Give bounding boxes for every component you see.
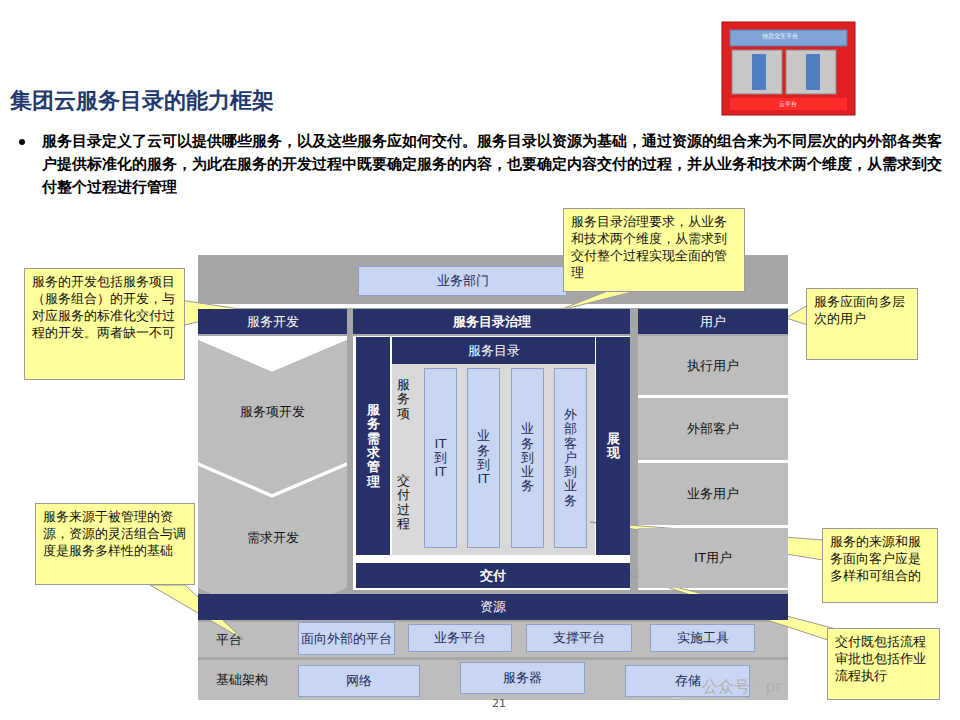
bullet-text: 服务目录定义了云可以提供哪些服务，以及这些服务应如何交付。服务目录以资源为基础，… <box>42 130 947 199</box>
layer-band: 平台 面向外部的平台 业务平台 支撑平台 实施工具 <box>198 622 788 657</box>
node-text: 需求开发 <box>247 529 299 547</box>
framework-box: 实施工具 <box>650 624 755 652</box>
framework-box: 业务用户 <box>638 463 788 525</box>
node-text: 业务部门 <box>437 273 489 289</box>
node-text: 执行用户 <box>687 357 739 375</box>
node-text: 业务到IT <box>477 429 490 486</box>
node-text: 用户 <box>700 313 726 331</box>
framework-box: 展现 <box>596 337 630 555</box>
callout-box: 服务目录治理要求，从业务和技术两个维度，从需求到交付整个过程实现全面的管理 <box>563 208 745 292</box>
node-text: 服务开发 <box>247 313 299 331</box>
node-text: 外部客户 <box>687 420 739 438</box>
bullet-dot <box>19 139 25 145</box>
node-text: 业务平台 <box>434 630 486 646</box>
frame-panel <box>198 255 788 700</box>
node-text: 实施工具 <box>677 630 729 646</box>
page-number: 21 <box>492 697 522 710</box>
layer-band: 基础架构 网络 服务器 存储 <box>198 660 788 700</box>
framework-box: 交付 <box>356 563 630 588</box>
node-text: 面向外部的平台 <box>301 631 392 647</box>
node-text: IT用户 <box>694 549 732 567</box>
framework-box: 网络 <box>298 665 420 697</box>
page-title: 集团云服务目录的能力框架 <box>10 86 274 116</box>
framework-box: 业务到业务 <box>511 368 544 548</box>
framework-box: 执行用户 <box>638 336 788 395</box>
node-text: IT到IT <box>434 437 447 480</box>
framework-box: 服务项开发 <box>198 372 347 452</box>
illustration-label: 信息交互平台 <box>740 32 820 41</box>
node-text: 外部客户到业务 <box>564 408 577 508</box>
node-text: 平台 <box>216 631 242 649</box>
node-text: 服务来源于被管理的资源，资源的灵活组合与调度是服务多样性的基础 <box>43 509 187 560</box>
node-text: 支撑平台 <box>553 630 605 646</box>
framework-box: 业务部门 <box>358 266 567 296</box>
framework-box: 服务目录治理 <box>353 309 630 334</box>
framework-box: 服务器 <box>460 662 585 694</box>
framework-box: 需求开发 <box>198 498 347 578</box>
callout-box: 交付既包括流程审批也包括作业流程执行 <box>827 628 940 700</box>
row-label: 交付过程 <box>397 474 410 531</box>
watermark: 公众号 · pr <box>702 677 822 698</box>
callout-tails <box>150 290 840 640</box>
callout-box: 服务应面向多层次的用户 <box>806 288 918 360</box>
framework-box: IT用户 <box>638 528 788 588</box>
node-text: 业务到业务 <box>521 422 534 493</box>
framework-box: 用户 <box>638 309 788 334</box>
framework-box: IT到IT <box>424 368 457 548</box>
node-text: 服务的开发包括服务项目（服务组合）的开发，与对应服务的标准化交付过程的开发。两者… <box>32 274 177 342</box>
node-text: 服务器 <box>503 670 542 686</box>
node-text: 基础架构 <box>216 671 268 689</box>
callout-box: 服务的来源和服务面向客户应是多样和可组合的 <box>822 528 938 603</box>
node-text: 服务应面向多层次的用户 <box>814 294 910 328</box>
node-text: 网络 <box>346 673 372 689</box>
framework-box: 外部客户到业务 <box>554 368 587 548</box>
framework-box: 外部客户 <box>638 398 788 460</box>
node-text: 交付 <box>480 567 506 585</box>
node-text: 展现 <box>607 432 620 461</box>
node-text: 存储 <box>675 673 701 689</box>
node-text: 服务目录 <box>468 342 520 360</box>
framework-box: 业务到IT <box>467 368 500 548</box>
callout-box: 服务来源于被管理的资源，资源的灵活组合与调度是服务多样性的基础 <box>35 503 195 585</box>
node-text: 服务的来源和服务面向客户应是多样和可组合的 <box>830 534 930 585</box>
framework-box: 支撑平台 <box>526 624 632 652</box>
node-text: 交付既包括流程审批也包括作业流程执行 <box>835 634 932 685</box>
node-text: 服务需求管理 <box>367 403 380 489</box>
node-text: 业务用户 <box>687 485 739 503</box>
node-text: 服务目录治理 <box>453 313 531 331</box>
framework-box: 面向外部的平台 <box>298 622 395 655</box>
node-text: 服务项开发 <box>240 403 305 421</box>
node-text: 资源 <box>480 598 506 616</box>
row-label: 服务项 <box>397 378 410 421</box>
node-text: 服务目录治理要求，从业务和技术两个维度，从需求到交付整个过程实现全面的管理 <box>571 214 737 282</box>
callout-box: 服务的开发包括服务项目（服务组合）的开发，与对应服务的标准化交付过程的开发。两者… <box>24 268 185 380</box>
framework-box: 服务目录 <box>392 337 595 364</box>
framework-box: 资源 <box>198 594 788 620</box>
illustration-label: 云平台 <box>760 100 816 109</box>
cloud-illustration <box>722 22 855 115</box>
framework-box: 服务开发 <box>198 309 347 334</box>
framework-box: 服务需求管理 <box>356 337 390 555</box>
framework-box: 业务平台 <box>408 624 512 652</box>
